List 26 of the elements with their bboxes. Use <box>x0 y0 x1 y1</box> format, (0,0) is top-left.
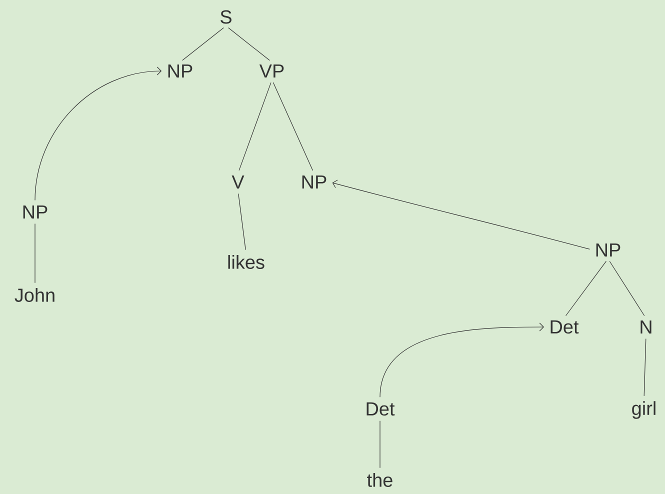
tree-branch <box>609 260 645 316</box>
tree-label: N <box>640 320 652 334</box>
tree-label: NP <box>168 64 192 78</box>
tree-label: NP <box>302 175 326 189</box>
tree-branch <box>644 338 646 396</box>
tree-label: V <box>232 175 244 189</box>
tree-branch <box>228 27 270 61</box>
tree-label: the <box>367 473 392 487</box>
tree-label: likes <box>228 255 264 269</box>
tree-branch <box>34 223 36 284</box>
arrow <box>380 322 544 398</box>
tree-label: John <box>14 288 54 302</box>
tree-label: VP <box>259 64 284 78</box>
tree-label: S <box>220 10 232 24</box>
tree-branch <box>565 260 607 316</box>
tree-label: NP <box>596 243 620 257</box>
tree-label: NP <box>23 205 48 219</box>
arrow <box>34 66 162 201</box>
tree-branch <box>238 82 272 171</box>
tree-label: Det <box>366 402 395 416</box>
tree-label: Det <box>550 320 579 334</box>
tree-branch <box>182 27 224 61</box>
tree-branch <box>272 82 314 171</box>
arrow <box>332 180 590 250</box>
tree-branch <box>238 193 246 250</box>
tree-label: girl <box>632 401 656 419</box>
